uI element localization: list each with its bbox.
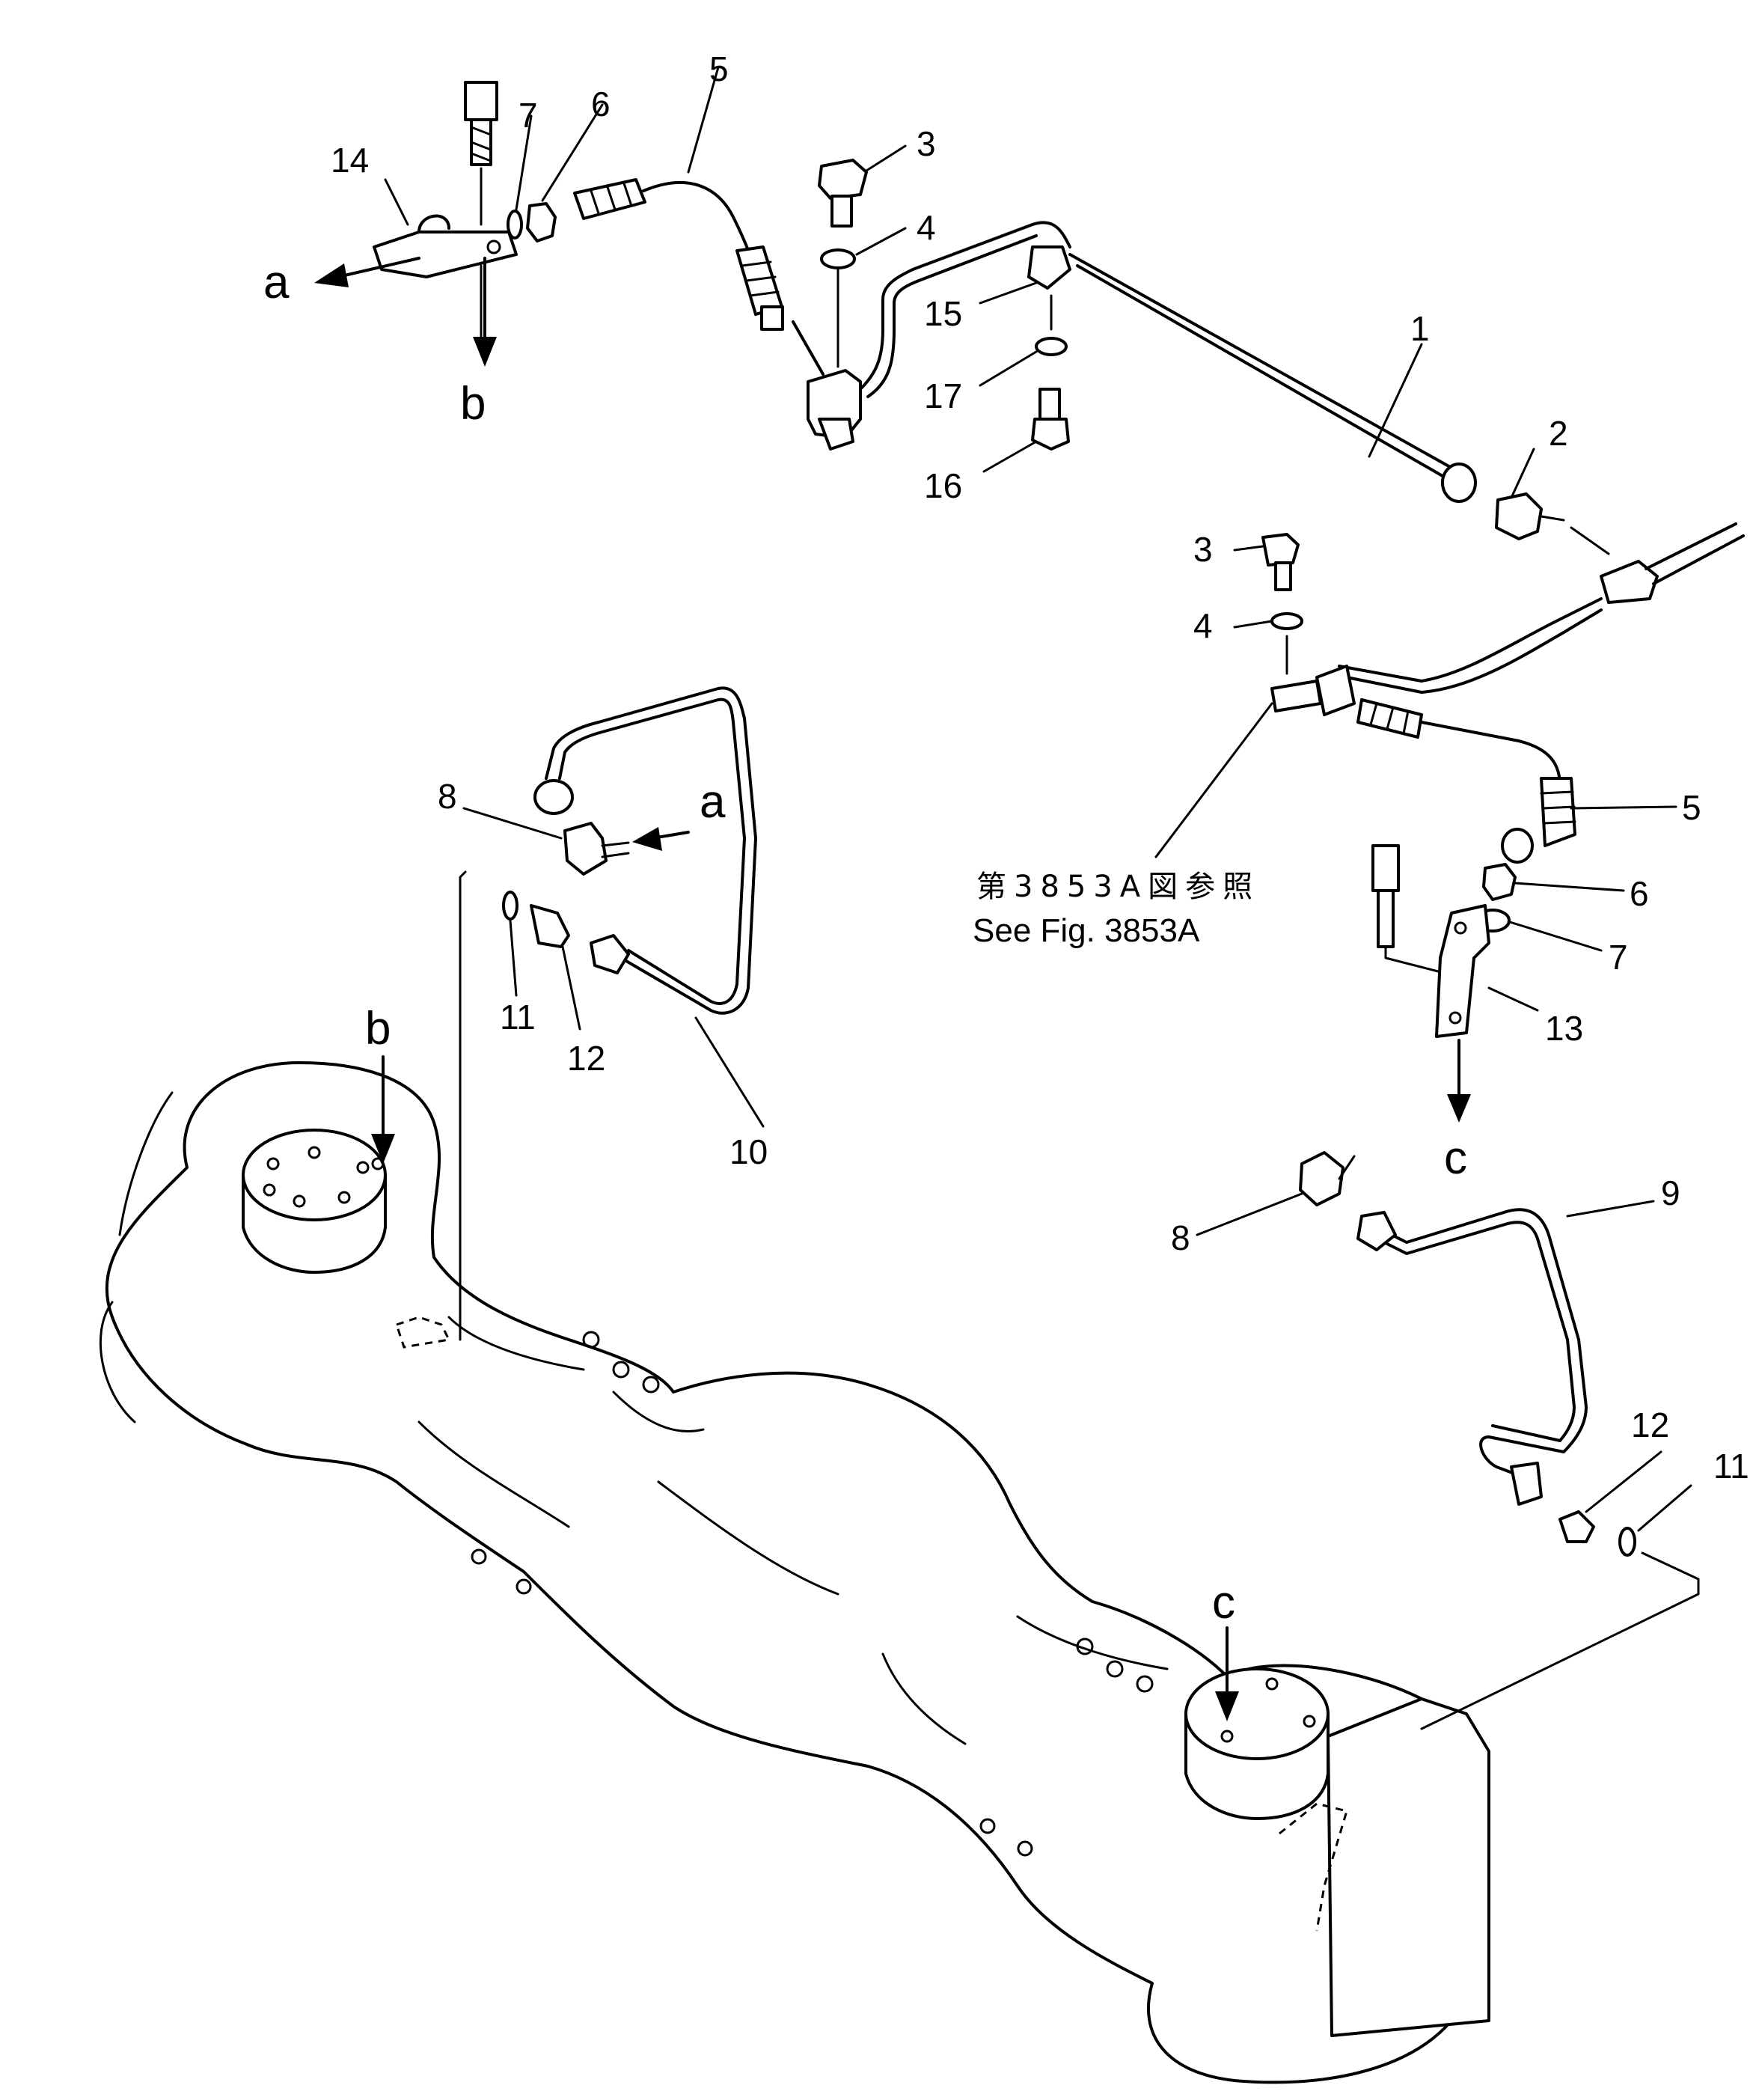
bolt-3-right xyxy=(1261,533,1300,567)
callout-15: 15 xyxy=(924,294,962,333)
view-letter-b-axle: b xyxy=(365,1003,391,1054)
pipe-clip-15 xyxy=(1027,245,1071,290)
callout-5-right: 5 xyxy=(1682,788,1701,827)
bracket-13 xyxy=(1435,904,1490,1038)
bolt-16 xyxy=(1038,388,1061,421)
callout-3-right: 3 xyxy=(1193,530,1213,569)
callout-5-top: 5 xyxy=(709,49,729,88)
washer-4-right xyxy=(1270,612,1303,630)
callout-3-top: 3 xyxy=(917,124,936,163)
axle-housing xyxy=(99,1061,1490,2084)
pipe-10 xyxy=(545,686,757,1015)
leader-lines xyxy=(384,66,1692,1532)
left-pipe-assembly xyxy=(459,686,757,1341)
top-piping-assembly xyxy=(373,81,1745,1038)
hose-5-top xyxy=(573,178,646,220)
view-letter-c-bracket: c xyxy=(1444,1132,1467,1184)
callout-14: 14 xyxy=(331,141,369,180)
washer-17 xyxy=(1035,337,1068,356)
callout-1: 1 xyxy=(1410,309,1430,348)
washer-4-top xyxy=(820,248,856,269)
callout-16: 16 xyxy=(924,466,962,505)
callout-4-top: 4 xyxy=(917,208,936,247)
right-pipe-assembly xyxy=(1299,1151,1700,1730)
callout-17: 17 xyxy=(924,376,962,415)
callout-7-top: 7 xyxy=(518,96,538,135)
callout-8-left: 8 xyxy=(438,777,457,816)
union-right xyxy=(1315,665,1356,716)
view-letters: a b a c b c xyxy=(263,257,1467,1629)
o-ring-11-left xyxy=(502,891,518,921)
callout-4-right: 4 xyxy=(1193,606,1213,645)
reference-note: 第3853A図参照 See Fig. 3853A xyxy=(973,870,1260,949)
nut-6 xyxy=(526,202,557,242)
reference-note-english: See Fig. 3853A xyxy=(973,912,1200,949)
callout-numbers: 14 7 6 5 3 4 15 17 16 1 2 3 4 5 6 7 13 8… xyxy=(331,49,1749,1486)
view-letter-a-top: a xyxy=(263,257,290,308)
callout-8-right: 8 xyxy=(1171,1218,1190,1257)
o-ring-11-right xyxy=(1618,1527,1636,1557)
washer-7 xyxy=(507,210,523,239)
elbow-8-right xyxy=(1299,1151,1344,1206)
fitting-12-left xyxy=(530,904,570,948)
fitting-2 xyxy=(1495,492,1543,540)
view-letter-a-mid: a xyxy=(700,776,726,828)
view-arrows xyxy=(314,257,1471,1721)
fitting-12-right xyxy=(1558,1510,1595,1543)
callout-10: 10 xyxy=(729,1132,768,1171)
callout-13: 13 xyxy=(1545,1009,1583,1048)
callout-12-left: 12 xyxy=(567,1039,605,1078)
bolt-3-top xyxy=(818,159,868,200)
nut-6-right xyxy=(1482,863,1517,901)
pipe-9 xyxy=(1375,1208,1588,1480)
callout-6-top: 6 xyxy=(591,85,611,123)
clamp-bracket-14 xyxy=(373,231,518,278)
callout-7-right: 7 xyxy=(1609,938,1628,977)
view-letter-c-axle: c xyxy=(1212,1577,1235,1629)
reference-note-japanese: 第3853A図参照 xyxy=(976,870,1260,904)
callout-11-left: 11 xyxy=(500,998,536,1037)
view-letter-b-top: b xyxy=(460,378,486,430)
elbow-8-left xyxy=(563,822,608,876)
bolt xyxy=(464,81,498,121)
callout-6-right: 6 xyxy=(1630,874,1649,913)
callout-9: 9 xyxy=(1661,1173,1680,1212)
callout-2: 2 xyxy=(1549,414,1568,453)
callout-12-right: 12 xyxy=(1631,1405,1669,1444)
callout-11-right: 11 xyxy=(1713,1447,1749,1486)
